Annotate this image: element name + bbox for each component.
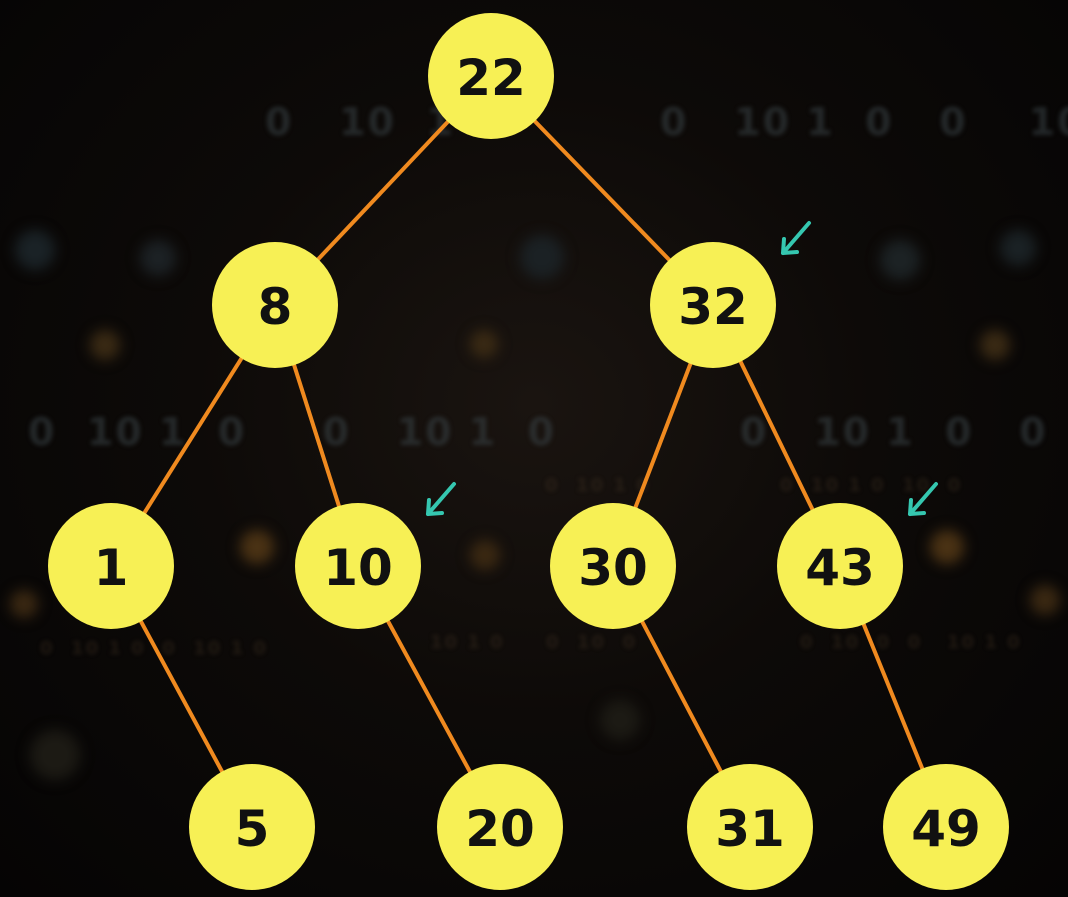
background-bokeh — [240, 530, 274, 564]
arrow-pointer-icon — [781, 221, 811, 255]
tree-node: 32 — [650, 221, 811, 368]
background-binary-digits: 0 10 1 0 0 — [740, 410, 1048, 454]
tree-node: 30 — [550, 503, 676, 629]
tree-node: 31 — [687, 764, 813, 890]
tree-node-circle — [550, 503, 676, 629]
tree-node: 10 — [295, 482, 456, 629]
background-bokeh — [90, 330, 120, 360]
tree-node-circle — [437, 764, 563, 890]
tree-node-label: 31 — [715, 800, 785, 858]
background-binary-digits: 0 10 1 0 10 0 — [780, 475, 963, 496]
tree-node: 8 — [212, 242, 338, 368]
background-bokeh — [15, 230, 55, 270]
background-binary-digits: 0 10 1 0 0 10 1 0 — [28, 410, 557, 454]
tree-node-label: 10 — [323, 539, 393, 597]
background-bokeh — [980, 330, 1010, 360]
tree-node: 5 — [189, 764, 315, 890]
tree-node-circle — [295, 503, 421, 629]
tree-node-circle — [777, 503, 903, 629]
tree-node-circle — [189, 764, 315, 890]
background-bokeh — [10, 590, 38, 618]
background-binary-digits: 10 1 0 0 10 0 — [430, 632, 638, 653]
background-bokeh — [880, 240, 920, 280]
tree-node-circle — [48, 503, 174, 629]
background-bokeh — [470, 540, 500, 570]
tree-node-label: 32 — [678, 278, 748, 336]
tree-node: 43 — [777, 482, 938, 629]
tree-node: 22 — [428, 13, 554, 139]
background-bokeh — [600, 700, 640, 740]
tree-node-label: 30 — [578, 539, 648, 597]
arrow-pointer-icon — [908, 482, 938, 516]
tree-node: 1 — [48, 503, 174, 629]
tree-node-circle — [650, 242, 776, 368]
background-bokeh — [520, 235, 564, 279]
tree-node-label: 22 — [456, 49, 526, 107]
tree-node-circle — [212, 242, 338, 368]
background-binary-digits: 0 10 1 0 0 10 1 0 — [40, 638, 268, 659]
tree-node-label: 20 — [465, 800, 535, 858]
tree-node-label: 43 — [805, 539, 875, 597]
background-binary-digits: 0 10 0 0 10 1 0 — [800, 632, 1022, 653]
tree-node-circle — [687, 764, 813, 890]
tree-node: 20 — [437, 764, 563, 890]
background-bokeh — [140, 240, 176, 276]
tree-node-label: 5 — [235, 800, 270, 858]
tree-node-circle — [883, 764, 1009, 890]
background-binary-digits: 0 10 1 0 0 10 — [660, 100, 1068, 144]
tree-node-label: 1 — [94, 539, 129, 597]
tree-node-label: 8 — [258, 278, 293, 336]
background-bokeh — [930, 530, 964, 564]
arrow-pointer-icon — [426, 482, 456, 516]
background-bokeh — [1000, 230, 1036, 266]
tree-node-circle — [428, 13, 554, 139]
background-bokeh — [30, 730, 80, 780]
background-bokeh — [470, 330, 498, 358]
tree-node: 49 — [883, 764, 1009, 890]
background-bokeh — [1030, 585, 1060, 615]
tree-node-label: 49 — [911, 800, 981, 858]
